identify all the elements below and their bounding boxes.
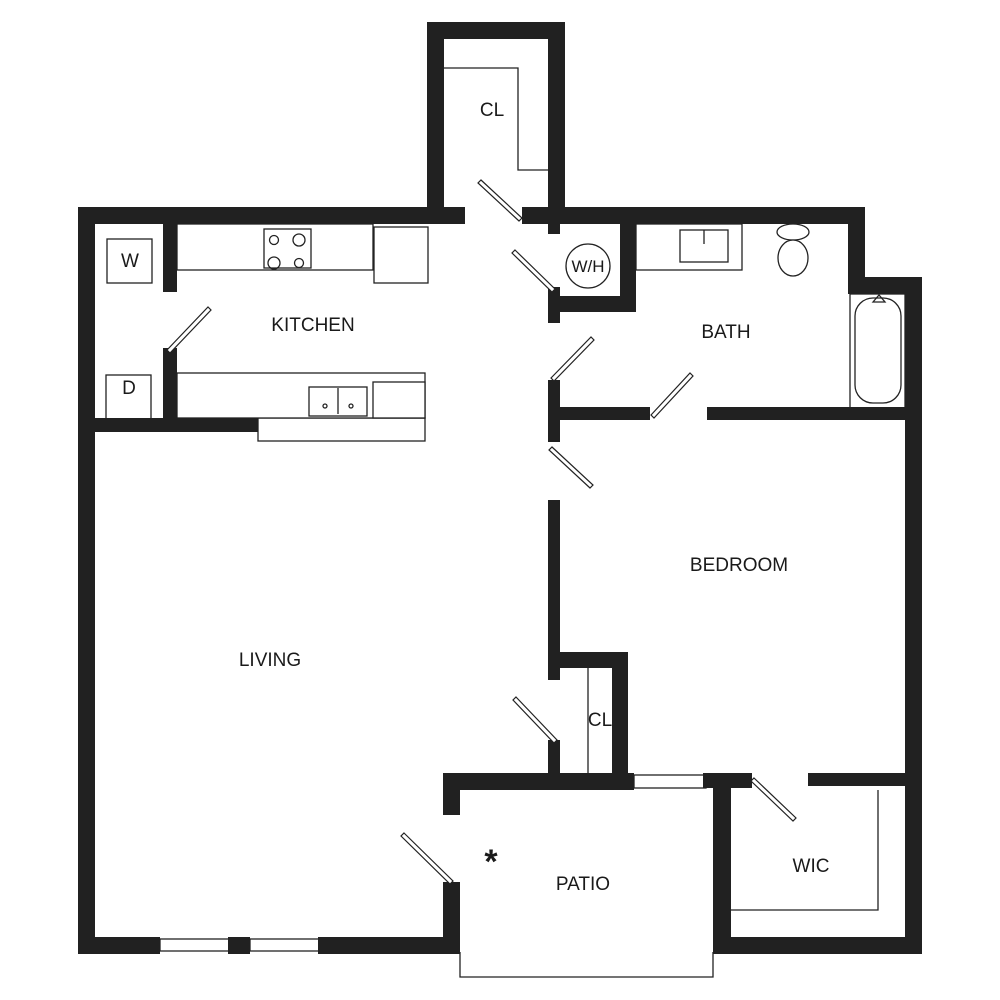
- label-dryer: D: [122, 378, 136, 399]
- label-washer: W: [121, 251, 139, 272]
- laundry-door: [166, 306, 212, 354]
- closet-door: [477, 179, 523, 222]
- toilet-tank: [776, 223, 810, 241]
- label-bedroom: BEDROOM: [690, 555, 788, 576]
- label-closet-top: CL: [480, 100, 504, 121]
- living-window-left: [159, 938, 231, 952]
- bedroom-window: [633, 774, 707, 789]
- tub-basin: [854, 297, 902, 404]
- fixtures: [105, 67, 906, 978]
- bath-door-2: [650, 372, 694, 419]
- wic-shelf: [731, 790, 879, 911]
- label-patio: PATIO: [556, 874, 610, 895]
- walls: [78, 22, 922, 954]
- closet-door-bedroom: [512, 696, 558, 744]
- label-closet-bedroom: CL: [588, 710, 612, 731]
- label-kitchen: KITCHEN: [271, 315, 354, 336]
- patio-outline: [459, 952, 714, 978]
- patio-door: [400, 832, 454, 885]
- label-water-heater: W/H: [571, 257, 604, 276]
- doors: [166, 179, 797, 885]
- living-window-right: [249, 938, 321, 952]
- breakfast-bar: [257, 417, 426, 442]
- room-labels: CL KITCHEN W D W/H BATH BEDROOM LIVING C…: [121, 100, 829, 895]
- bedroom-door: [548, 446, 594, 489]
- label-wic: WIC: [793, 856, 830, 877]
- closet-shelf-top: [444, 67, 548, 171]
- water-heater-door: [511, 249, 556, 293]
- dishwasher: [372, 381, 426, 419]
- water-heater: [565, 243, 611, 289]
- label-living: LIVING: [239, 650, 301, 671]
- label-bath: BATH: [701, 322, 750, 343]
- wic-door: [750, 777, 797, 822]
- tub-faucet: [871, 294, 887, 303]
- patio-asterisk: *: [484, 843, 498, 881]
- bath-door: [550, 336, 595, 382]
- toilet-bowl: [777, 239, 809, 277]
- refrigerator: [373, 226, 429, 284]
- washer: [106, 238, 153, 284]
